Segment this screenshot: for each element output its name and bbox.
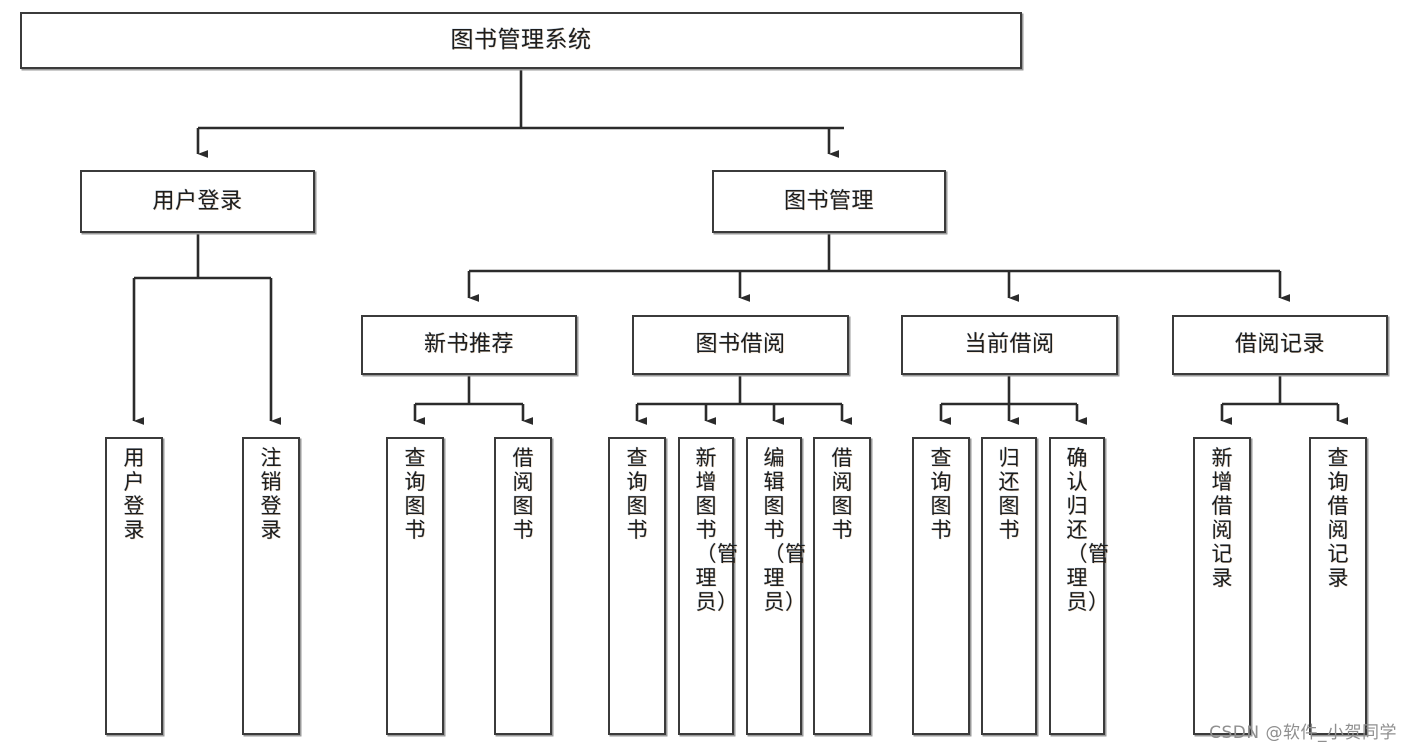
node-leaf-query-book-1[interactable]: 查询图书 [386, 437, 444, 735]
node-leaf-add-book-label: 新增图书（管理员） [695, 446, 739, 614]
node-current-borrow[interactable]: 当前借阅 [901, 315, 1118, 375]
node-leaf-return-book-label: 归还图书 [998, 446, 1020, 542]
node-leaf-user-login-label: 用户登录 [123, 446, 145, 542]
node-leaf-add-book[interactable]: 新增图书（管理员） [678, 437, 739, 735]
node-leaf-borrow-book-2[interactable]: 借阅图书 [813, 437, 871, 735]
node-leaf-query-book-3-label: 查询图书 [930, 446, 952, 542]
node-root-label: 图书管理系统 [450, 27, 592, 54]
node-user-login-label: 用户登录 [152, 188, 243, 214]
csdn-watermark: CSDN @软件_小贺同学 [1209, 723, 1397, 743]
node-new-book-recommend[interactable]: 新书推荐 [361, 315, 577, 375]
node-leaf-add-record[interactable]: 新增借阅记录 [1193, 437, 1251, 735]
node-root[interactable]: 图书管理系统 [20, 12, 1022, 69]
node-book-borrow[interactable]: 图书借阅 [632, 315, 849, 375]
node-current-borrow-label: 当前借阅 [964, 332, 1055, 358]
node-leaf-borrow-book-1[interactable]: 借阅图书 [494, 437, 552, 735]
node-leaf-logout-label: 注销登录 [260, 446, 282, 542]
node-leaf-add-record-label: 新增借阅记录 [1211, 446, 1233, 590]
node-leaf-borrow-book-2-label: 借阅图书 [831, 446, 853, 542]
node-book-borrow-label: 图书借阅 [695, 332, 786, 358]
node-borrow-record[interactable]: 借阅记录 [1172, 315, 1388, 375]
node-leaf-user-login[interactable]: 用户登录 [105, 437, 163, 735]
node-user-login[interactable]: 用户登录 [80, 170, 315, 233]
node-borrow-record-label: 借阅记录 [1234, 332, 1325, 358]
node-leaf-confirm-return-label: 确认归还（管理员） [1066, 446, 1110, 614]
node-leaf-edit-book[interactable]: 编辑图书（管理员） [746, 437, 807, 735]
node-leaf-query-book-2-label: 查询图书 [626, 446, 648, 542]
node-leaf-query-book-1-label: 查询图书 [404, 446, 426, 542]
node-leaf-edit-book-label: 编辑图书（管理员） [763, 446, 807, 614]
node-leaf-query-record[interactable]: 查询借阅记录 [1309, 437, 1367, 735]
node-book-manage[interactable]: 图书管理 [712, 170, 946, 233]
node-leaf-query-book-3[interactable]: 查询图书 [912, 437, 970, 735]
node-leaf-logout[interactable]: 注销登录 [242, 437, 300, 735]
node-leaf-query-book-2[interactable]: 查询图书 [608, 437, 666, 735]
node-new-book-recommend-label: 新书推荐 [423, 332, 514, 358]
node-leaf-borrow-book-1-label: 借阅图书 [512, 446, 534, 542]
node-leaf-query-record-label: 查询借阅记录 [1327, 446, 1349, 590]
node-leaf-return-book[interactable]: 归还图书 [981, 437, 1037, 735]
node-book-manage-label: 图书管理 [783, 188, 874, 214]
node-leaf-confirm-return[interactable]: 确认归还（管理员） [1049, 437, 1110, 735]
